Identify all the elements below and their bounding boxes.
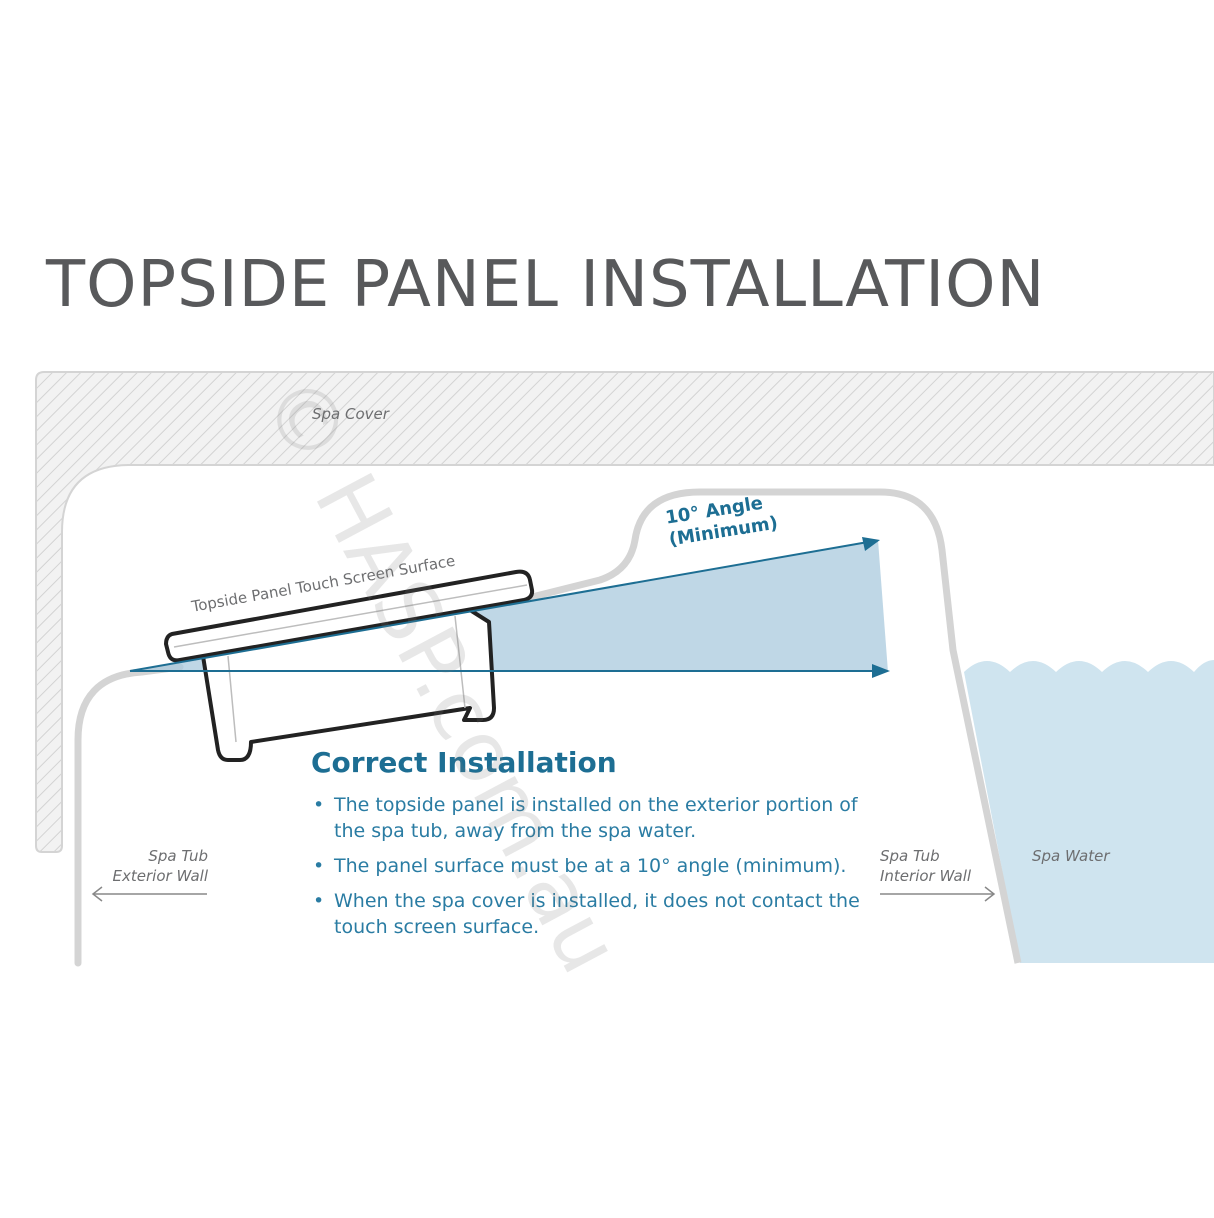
exterior-wall-label: Spa Tub Exterior Wall bbox=[110, 846, 208, 886]
interior-wall-label: Spa Tub Interior Wall bbox=[880, 846, 971, 886]
installation-bullets: The topside panel is installed on the ex… bbox=[311, 792, 871, 949]
interior-arrow bbox=[880, 886, 996, 902]
exterior-arrow bbox=[91, 886, 207, 902]
spa-water-shape bbox=[964, 660, 1214, 963]
panel-housing bbox=[201, 608, 496, 762]
angled-arrowhead bbox=[862, 537, 880, 551]
interior-wall-label-line1: Spa Tub bbox=[880, 847, 940, 865]
exterior-wall-label-line1: Spa Tub bbox=[148, 847, 208, 865]
spa-cover-shape bbox=[35, 371, 1214, 853]
panel-surface-edge bbox=[173, 584, 528, 648]
bullet-item: The panel surface must be at a 10° angle… bbox=[311, 853, 871, 879]
angled-line bbox=[129, 541, 869, 672]
interior-wall-shape bbox=[519, 488, 1022, 964]
page-title: TOPSIDE PANEL INSTALLATION bbox=[46, 248, 1046, 322]
interior-wall-label-line2: Interior Wall bbox=[880, 867, 972, 885]
spa-cover-label: Spa Cover bbox=[312, 405, 389, 423]
exterior-wall-label-line2: Exterior Wall bbox=[112, 867, 208, 885]
exterior-wall-shape bbox=[74, 663, 184, 967]
topside-panel bbox=[164, 569, 535, 762]
bullet-item: When the spa cover is installed, it does… bbox=[311, 888, 871, 940]
spa-water-label: Spa Water bbox=[1032, 847, 1110, 865]
installation-heading: Correct Installation bbox=[311, 746, 617, 779]
horizontal-arrowhead bbox=[872, 664, 890, 678]
bullet-item: The topside panel is installed on the ex… bbox=[311, 792, 871, 844]
